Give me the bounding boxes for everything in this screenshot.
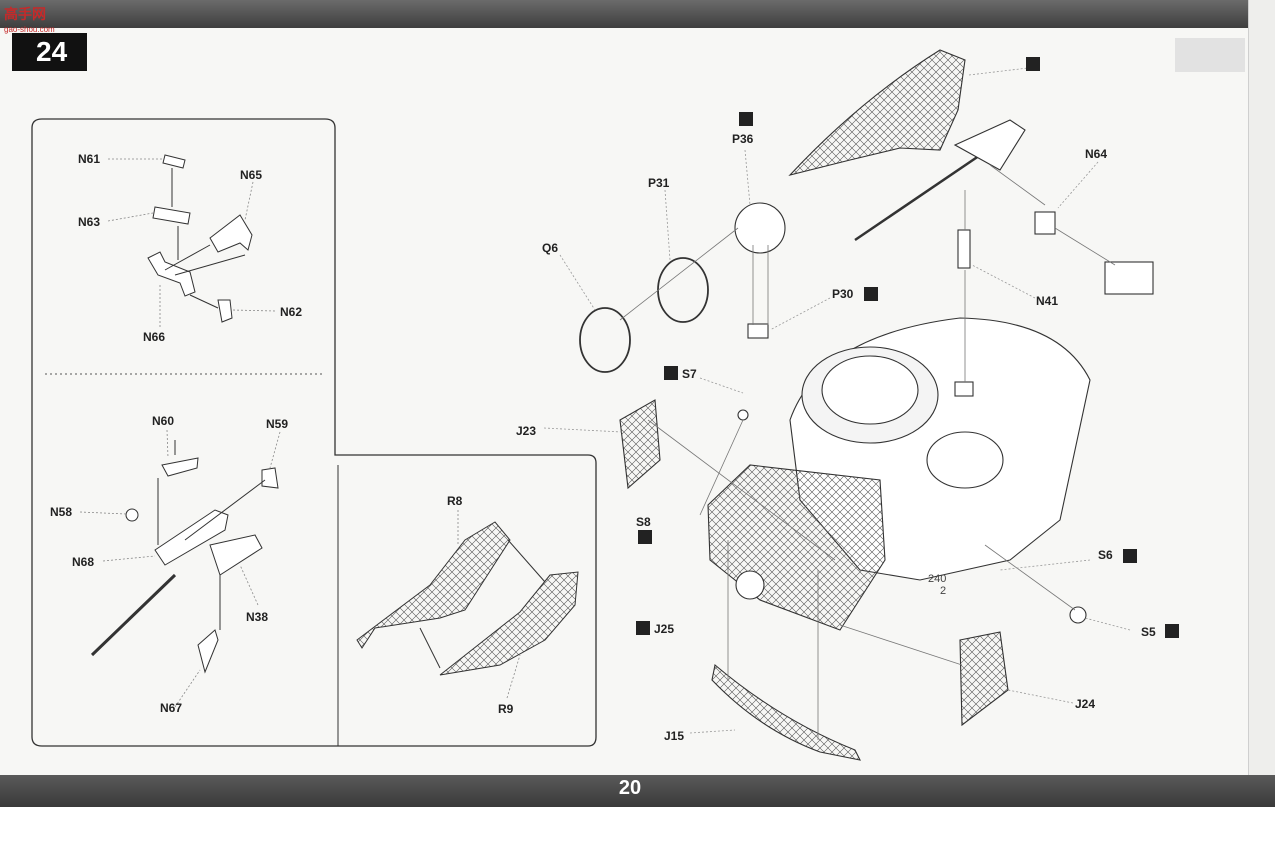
label-n58: N58: [50, 505, 72, 519]
label-n59: N59: [266, 417, 288, 431]
machine-gun-subassembly: [90, 440, 279, 674]
top-bar: [0, 0, 1275, 28]
label-n64: N64: [1085, 147, 1107, 161]
label-p36: P36: [732, 132, 754, 146]
label-q6: Q6: [542, 241, 558, 255]
bracket-subassembly: [147, 154, 253, 323]
leader-lines-labels: [543, 67, 1131, 734]
label-n65: N65: [240, 168, 262, 182]
label-s7: S7: [682, 367, 697, 381]
label-n63: N63: [78, 215, 100, 229]
label-s6: S6: [1098, 548, 1113, 562]
leader-lines-gun: [79, 429, 281, 708]
corner-tab: [1175, 38, 1245, 72]
label-j15: J15: [664, 729, 684, 743]
glue-icon: [636, 57, 1179, 638]
label-n66: N66: [143, 330, 165, 344]
bottom-bar: [0, 775, 1275, 807]
label-n68: N68: [72, 555, 94, 569]
hull-marking-line2: 2: [940, 585, 946, 597]
label-j23: J23: [516, 424, 536, 438]
label-n41: N41: [1036, 294, 1058, 308]
watermark-logo: 高手网: [4, 6, 46, 22]
leader-lines-bracket: [107, 158, 276, 327]
label-p30: P30: [832, 287, 854, 301]
label-n67: N67: [160, 701, 182, 715]
step-number: 24: [12, 33, 87, 71]
label-p31: P31: [648, 176, 670, 190]
leader-lines-turret: [619, 164, 1116, 740]
turret-assembly: [579, 49, 1154, 761]
label-r9: R9: [498, 702, 514, 716]
watermark-url: gao-shou.com: [4, 25, 55, 34]
label-j25: J25: [654, 622, 674, 636]
label-r8: R8: [447, 494, 463, 508]
leader-lines-net: [457, 510, 521, 699]
label-n61: N61: [78, 152, 100, 166]
label-n60: N60: [152, 414, 174, 428]
page-margin: [0, 807, 1275, 848]
page-number: 20: [618, 777, 642, 799]
label-j24: J24: [1075, 697, 1095, 711]
label-s8: S8: [636, 515, 651, 529]
label-s5: S5: [1141, 625, 1156, 639]
hull-marking-line1: 240: [928, 573, 946, 585]
label-n62: N62: [280, 305, 302, 319]
label-n38: N38: [246, 610, 268, 624]
page-spine: [1248, 0, 1275, 848]
part-labels: N61 N63 N65 N66 N62 N60 N59 N58 N68 N38 …: [50, 132, 1156, 743]
camo-net-subassembly: [356, 521, 579, 676]
subassembly-frame: [31, 118, 597, 747]
